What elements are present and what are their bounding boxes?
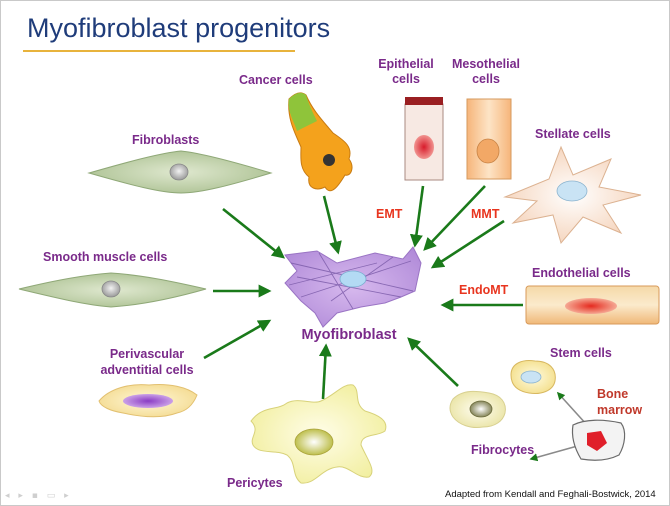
cancer-cell: [288, 92, 353, 192]
myofibroblast-cell: [284, 246, 422, 328]
citation: Adapted from Kendall and Feghali-Bostwic…: [445, 489, 656, 500]
label-cancer-cells: Cancer cells: [239, 73, 313, 87]
slide-title: Myofibroblast progenitors: [27, 13, 331, 43]
endothelial-cell: [525, 285, 660, 325]
arrow-bone-to-fibrocyte: [529, 444, 582, 462]
epithelial-cell: [404, 97, 444, 181]
title-underline: [23, 50, 295, 52]
stellate-cell: [503, 145, 642, 245]
arrow-cancer: [322, 195, 342, 255]
label-stellate-cells: Stellate cells: [535, 127, 611, 141]
label-fibrocytes: Fibrocytes: [471, 443, 534, 457]
arrow-fibrocytes: [407, 337, 459, 387]
stem-cell: [510, 360, 556, 394]
label-endothelial-cells: Endothelial cells: [532, 266, 631, 280]
arrow-epithelial: [409, 185, 425, 248]
label-mmt: MMT: [471, 207, 500, 221]
label-mesothelial-1: Mesothelial: [452, 57, 520, 71]
label-epithelial-2: cells: [392, 72, 420, 86]
label-epithelial-1: Epithelial: [378, 57, 434, 71]
arrow-bone-to-stem: [556, 391, 588, 426]
label-myofibroblast: Myofibroblast: [301, 327, 396, 343]
fibroblast-cell: [87, 150, 273, 194]
pericyte-cell: [250, 384, 387, 484]
arrow-stellate: [430, 219, 505, 269]
perivascular-cell: [98, 384, 198, 418]
label-smooth-muscle-cells: Smooth muscle cells: [43, 250, 167, 264]
label-stem-cells: Stem cells: [550, 346, 612, 360]
fibrocyte-cell: [449, 390, 506, 428]
label-endomt: EndoMT: [459, 283, 509, 297]
label-bone-2: marrow: [597, 403, 642, 417]
mesothelial-cell: [466, 98, 512, 180]
arrow-fibroblasts: [222, 207, 286, 259]
smooth-muscle-cell: [18, 272, 207, 308]
arrow-pericytes: [318, 343, 332, 400]
arrows: [203, 185, 588, 462]
label-perivascular-2: adventitial cells: [100, 363, 193, 377]
label-emt: EMT: [376, 207, 403, 221]
slide-nav-controls[interactable]: ◂ ▸ ▪ ▭ ▸: [5, 491, 72, 501]
label-perivascular-1: Perivascular: [110, 347, 184, 361]
label-fibroblasts: Fibroblasts: [132, 133, 199, 147]
labels: Fibroblasts Cancer cells Epithelial cell…: [43, 57, 642, 490]
arrow-perivascular: [203, 319, 272, 360]
arrow-mesothelial: [423, 185, 486, 251]
label-bone-1: Bone: [597, 387, 628, 401]
bone-marrow-icon: [571, 419, 626, 461]
label-mesothelial-2: cells: [472, 72, 500, 86]
label-pericytes: Pericytes: [227, 476, 283, 490]
